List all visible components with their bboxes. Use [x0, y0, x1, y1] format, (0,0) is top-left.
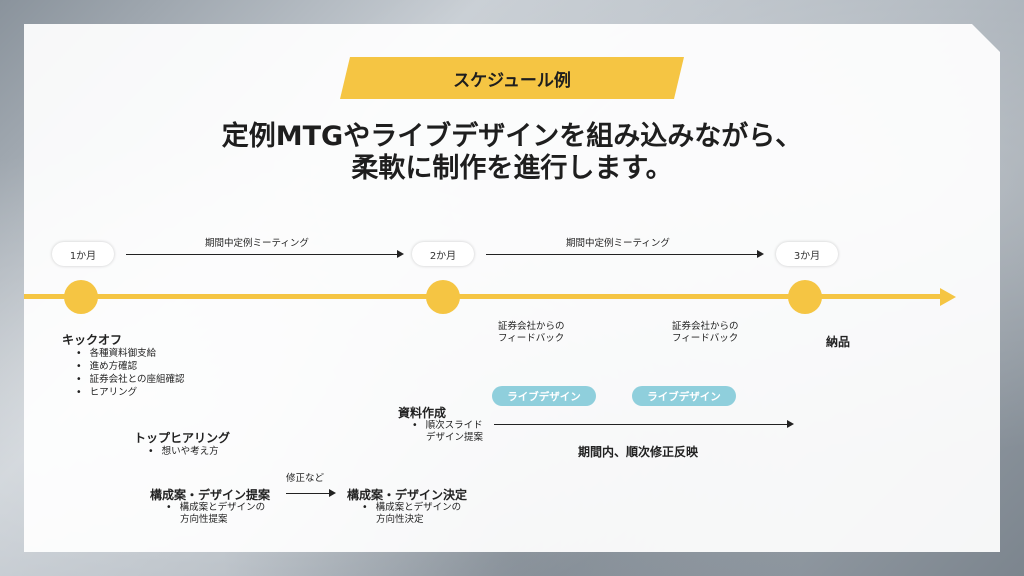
- milestone-dot-3: [788, 280, 822, 314]
- feedback-2-line2: フィードバック: [672, 333, 739, 344]
- decision-cont: 方向性決定: [376, 514, 424, 525]
- month-pill-1: 1か月: [52, 242, 114, 266]
- month-pill-3: 3か月: [776, 242, 838, 266]
- proposal-bullet: 構成案とデザインの: [179, 502, 266, 513]
- list-item: 進め方確認: [76, 360, 185, 373]
- live-design-pill-2: ライブデザイン: [632, 386, 736, 406]
- materials-desc: •順次スライド デザイン提案: [412, 420, 484, 443]
- delivery-label: 納品: [826, 335, 851, 349]
- decision-bullet: 構成案とデザインの: [375, 502, 462, 513]
- arrow-head-icon: [757, 250, 764, 258]
- reflect-label: 期間内、順次修正反映: [578, 445, 699, 459]
- content-card: [24, 24, 1000, 552]
- meeting-arrow-2: [486, 254, 758, 255]
- milestone-dot-2: [426, 280, 460, 314]
- feedback-1: 証券会社からの フィードバック: [498, 321, 565, 345]
- materials-bullet: 順次スライド: [425, 420, 483, 431]
- feedback-1-line1: 証券会社からの: [498, 321, 565, 332]
- kickoff-title: キックオフ: [62, 333, 123, 347]
- proposal-title: 構成案・デザイン提案: [150, 488, 271, 502]
- materials-title: 資料作成: [398, 406, 447, 420]
- list-item: ヒアリング: [76, 386, 185, 399]
- month-pill-2: 2か月: [412, 242, 474, 266]
- headline-line-2: 柔軟に制作を進行します。: [351, 153, 673, 184]
- live-design-pill-1: ライブデザイン: [492, 386, 596, 406]
- meeting-arrow-1: [126, 254, 398, 255]
- arrow-head-icon: [787, 420, 794, 428]
- meeting-label-1: 期間中定例ミーティング: [205, 238, 309, 249]
- feedback-2: 証券会社からの フィードバック: [672, 321, 739, 345]
- top-hearing-title: トップヒアリング: [134, 431, 231, 445]
- arrow-head-icon: [329, 489, 336, 497]
- list-item: 想いや考え方: [148, 445, 219, 458]
- kickoff-list: 各種資料御支給 進め方確認 証券会社との座組確認 ヒアリング: [76, 347, 185, 399]
- top-hearing-list: 想いや考え方: [148, 445, 219, 458]
- feedback-1-line2: フィードバック: [498, 333, 565, 344]
- proposal-desc: •構成案とデザインの 方向性提案: [166, 502, 266, 525]
- decision-desc: •構成案とデザインの 方向性決定: [362, 502, 462, 525]
- title-badge: スケジュール例: [340, 57, 684, 99]
- feedback-2-line1: 証券会社からの: [672, 321, 739, 332]
- decision-title: 構成案・デザイン決定: [347, 488, 468, 502]
- milestone-dot-1: [64, 280, 98, 314]
- headline-line-1: 定例MTGやライブデザインを組み込みながら、: [221, 121, 803, 152]
- materials-arrow: [494, 424, 788, 425]
- timeline-line: [24, 294, 944, 299]
- fix-label: 修正など: [286, 473, 325, 484]
- list-item: 各種資料御支給: [76, 347, 185, 360]
- proposal-cont: 方向性提案: [180, 514, 228, 525]
- list-item: 証券会社との座組確認: [76, 373, 185, 386]
- badge-text: スケジュール例: [453, 70, 571, 91]
- meeting-label-2: 期間中定例ミーティング: [566, 238, 670, 249]
- arrow-head-icon: [397, 250, 404, 258]
- timeline-arrow-icon: [940, 288, 956, 306]
- materials-cont: デザイン提案: [426, 432, 484, 443]
- fix-arrow: [286, 493, 330, 494]
